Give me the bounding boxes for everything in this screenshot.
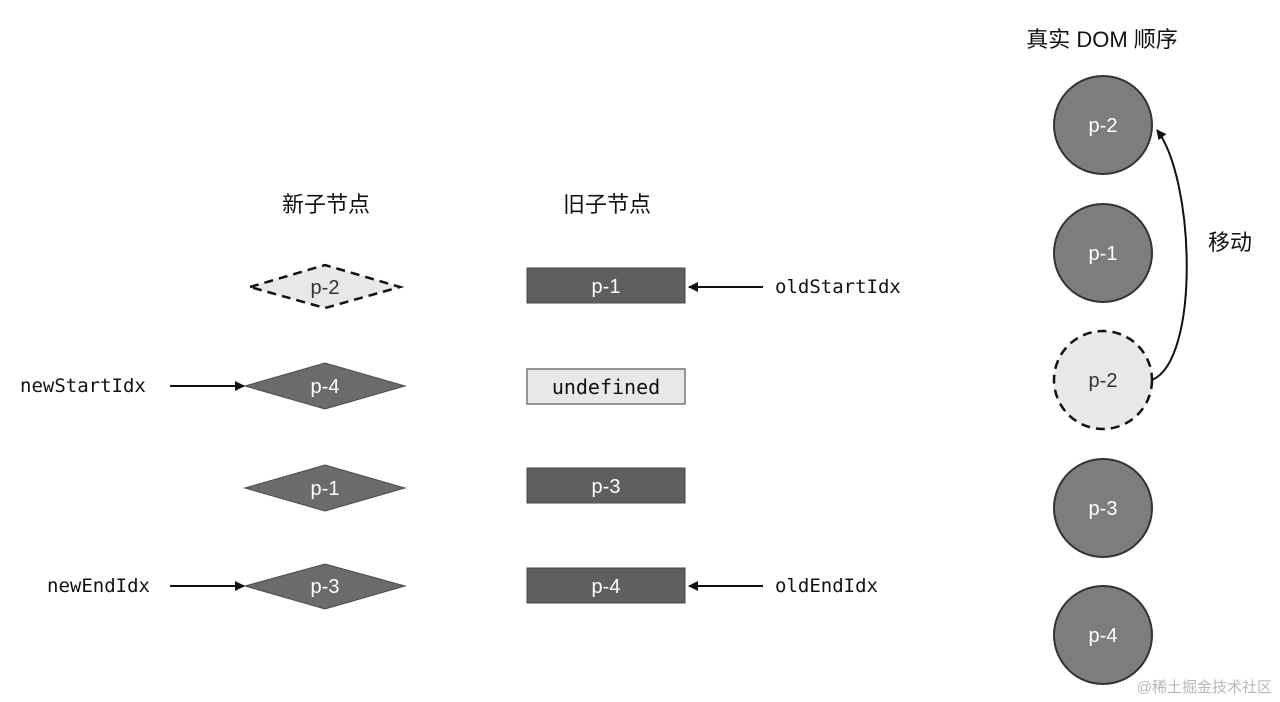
new-child-node-processed: p-2 [245, 263, 405, 310]
old-child-label: undefined [552, 375, 660, 399]
new-child-label: p-2 [311, 277, 340, 299]
old-end-idx-label: oldEndIdx [775, 575, 878, 597]
real-dom-node: p-4 [1053, 585, 1153, 685]
old-children-heading: 旧子节点 [563, 192, 651, 217]
new-end-pointer: newEndIdx [47, 575, 245, 597]
new-start-idx-label: newStartIdx [20, 375, 146, 397]
old-start-idx-label: oldStartIdx [775, 276, 901, 298]
old-child-node: p-4 [526, 567, 686, 604]
move-label: 移动 [1208, 230, 1252, 255]
real-dom-label: p-2 [1089, 370, 1118, 392]
real-dom-node: p-3 [1053, 458, 1153, 558]
old-child-node-undefined: undefined [526, 368, 686, 405]
real-dom-heading: 真实 DOM 顺序 [1026, 27, 1178, 52]
new-child-label: p-3 [311, 576, 340, 598]
real-dom-label: p-4 [1089, 625, 1118, 647]
move-arrow [1151, 129, 1188, 381]
new-child-node: p-3 [243, 563, 407, 610]
real-dom-label: p-2 [1089, 115, 1118, 137]
new-children-heading: 新子节点 [282, 192, 370, 217]
new-child-label: p-1 [311, 478, 340, 500]
old-child-node: p-3 [526, 467, 686, 504]
real-dom-node-moved-from: p-2 [1052, 329, 1154, 431]
new-child-node: p-1 [243, 464, 407, 512]
old-end-pointer: oldEndIdx [688, 575, 878, 597]
new-child-label: p-4 [311, 376, 340, 398]
new-end-idx-label: newEndIdx [47, 575, 150, 597]
watermark: @稀土掘金技术社区 [1137, 679, 1272, 696]
old-child-label: p-3 [592, 476, 621, 498]
new-start-pointer: newStartIdx [20, 375, 245, 397]
real-dom-label: p-3 [1089, 498, 1118, 520]
old-child-label: p-4 [592, 576, 621, 598]
real-dom-node: p-2 [1053, 75, 1153, 175]
real-dom-label: p-1 [1089, 243, 1118, 265]
old-start-pointer: oldStartIdx [688, 276, 901, 298]
real-dom-node: p-1 [1053, 203, 1153, 303]
new-child-node: p-4 [243, 362, 407, 410]
old-child-label: p-1 [592, 276, 621, 298]
old-child-node: p-1 [526, 267, 686, 304]
